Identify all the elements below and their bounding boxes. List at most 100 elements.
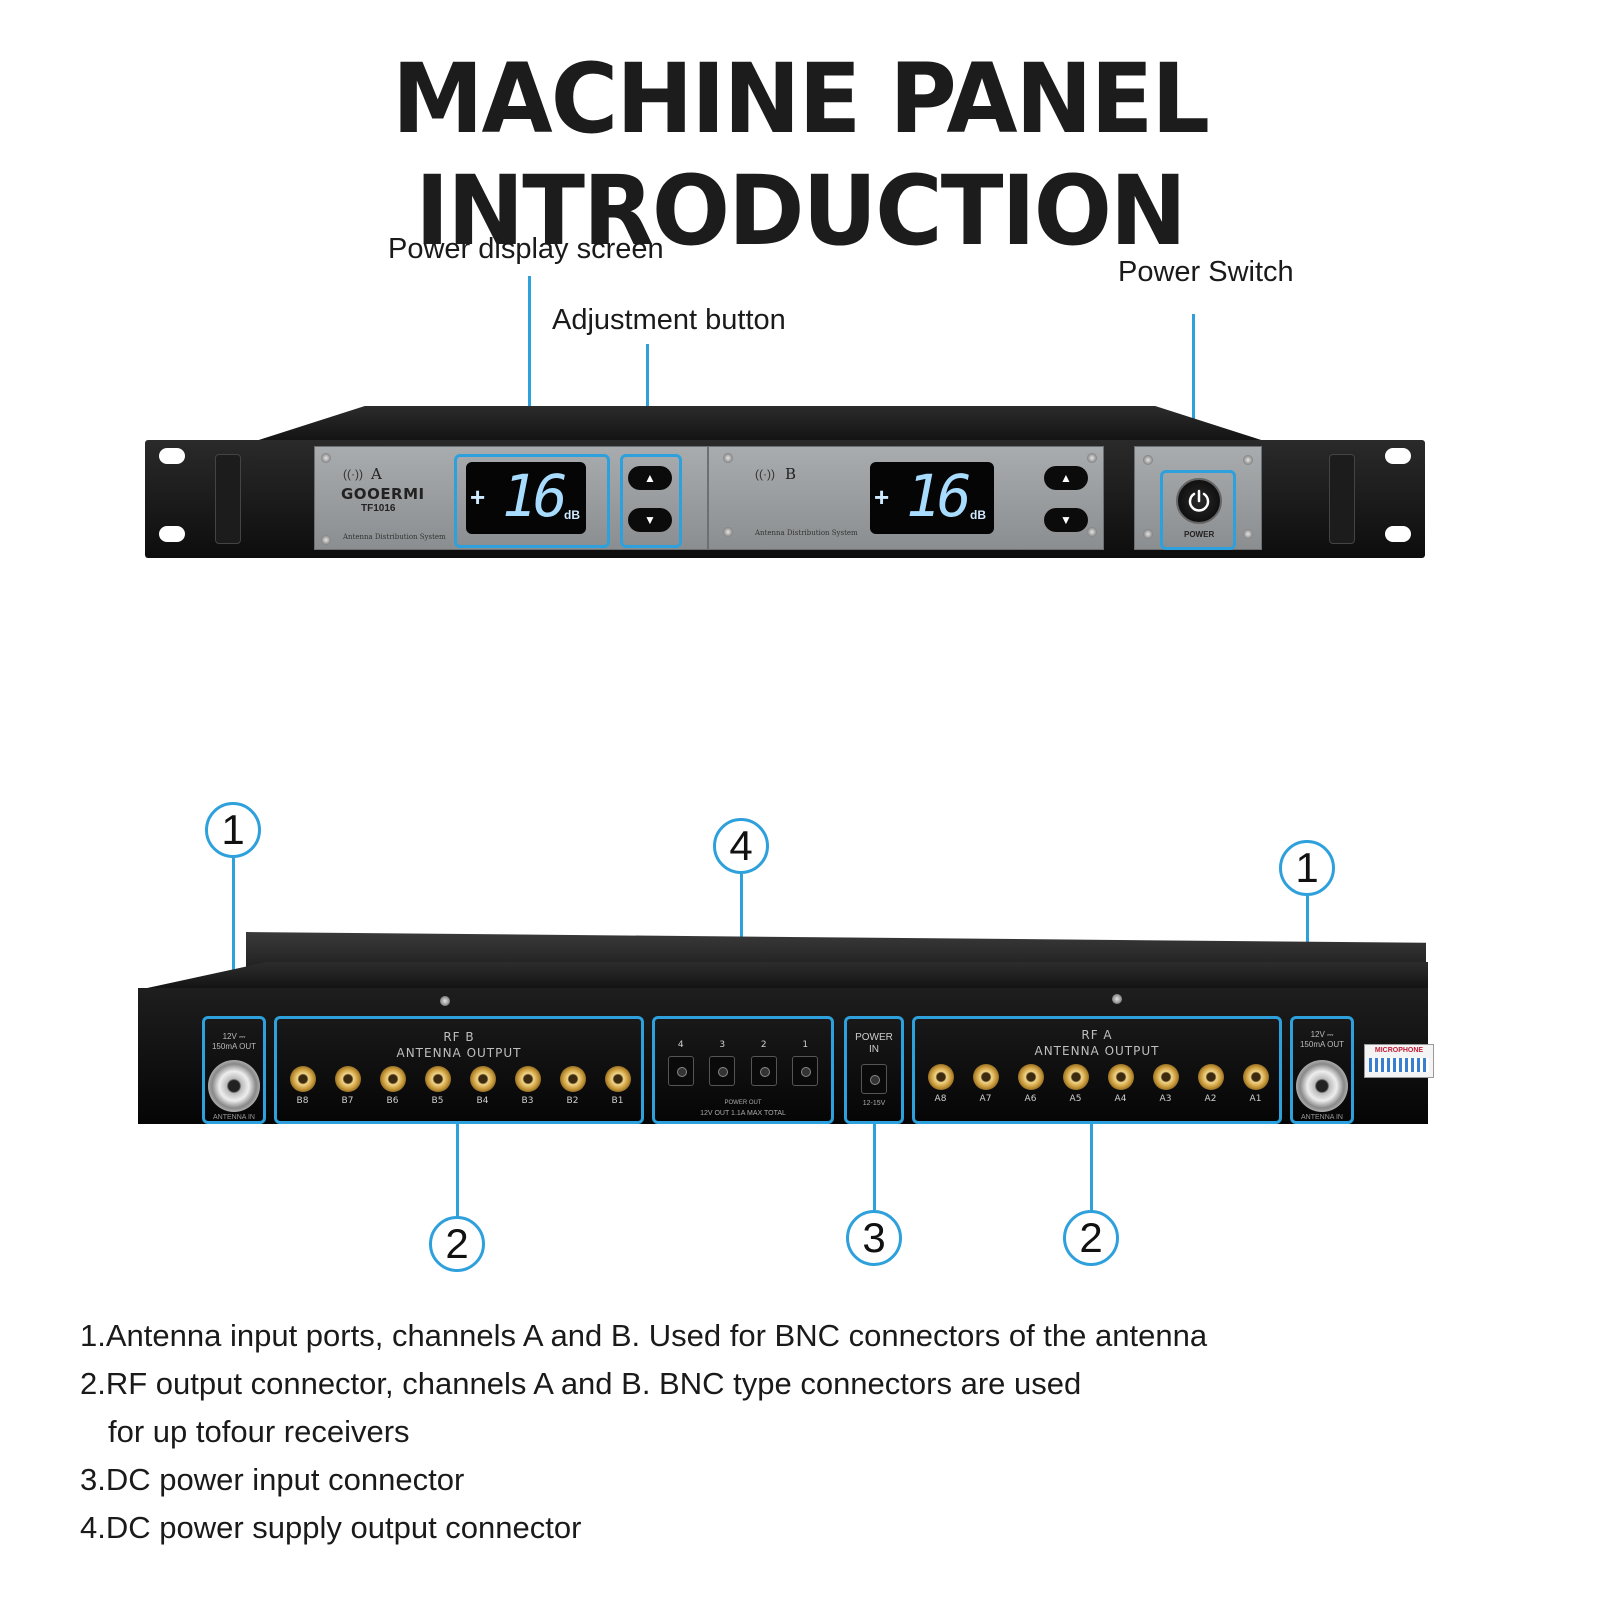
spec-line1: 12V ⎓ (222, 1032, 246, 1041)
highlight-power-in (844, 1016, 904, 1124)
lcd-value: 16 (502, 462, 568, 530)
rf-a-port-a4[interactable]: A4 (1107, 1064, 1134, 1104)
rf-b-port-b2[interactable]: B2 (559, 1066, 586, 1106)
screw (1243, 455, 1253, 465)
callout-line-2-left (456, 1124, 459, 1220)
callout-line-2-right (1090, 1124, 1093, 1214)
rack-hole (159, 448, 185, 464)
lcd-unit: dB (970, 508, 986, 522)
up-arrow-button-a[interactable]: ▲ (628, 466, 672, 490)
rf-a-port-a8[interactable]: A8 (927, 1064, 954, 1104)
sma-connector-icon (1242, 1064, 1269, 1090)
sma-connector-icon (972, 1064, 999, 1090)
dc-jack-icon (792, 1056, 819, 1086)
sma-connector-icon (289, 1066, 316, 1092)
screw (1143, 455, 1153, 465)
description-line-4: 4.DC power supply output connector (80, 1510, 582, 1545)
port-label: A6 (1024, 1094, 1037, 1104)
rf-b-port-b6[interactable]: B6 (379, 1066, 406, 1106)
lcd-sign: + (470, 482, 486, 512)
port-label: B6 (386, 1096, 399, 1106)
down-arrow-button-a[interactable]: ▼ (628, 508, 672, 532)
lcd-sign: + (874, 482, 890, 512)
screw (723, 453, 733, 463)
rf-a-port-a1[interactable]: A1 (1242, 1064, 1269, 1104)
rf-a-port-a5[interactable]: A5 (1062, 1064, 1089, 1104)
power-icon (1188, 489, 1210, 512)
screw (321, 453, 331, 463)
highlight-power-switch (1160, 470, 1236, 550)
rf-b-port-b1[interactable]: B1 (604, 1066, 631, 1106)
port-label: A1 (1249, 1094, 1262, 1104)
dc-output-port-2[interactable]: 2 (750, 1040, 777, 1086)
lcd-display-channel-a: + 16 dB (466, 462, 586, 534)
rf-a-port-a3[interactable]: A3 (1152, 1064, 1179, 1104)
sma-connector-icon (379, 1066, 406, 1092)
dc-output-port-4[interactable]: 4 (667, 1040, 694, 1086)
callout-line-power (1192, 314, 1195, 470)
callout-line-display (528, 276, 531, 454)
sma-connector-icon (927, 1064, 954, 1090)
highlight-antenna-in-left (202, 1016, 266, 1124)
sma-connector-icon (1152, 1064, 1179, 1090)
highlight-rf-a-output (912, 1016, 1282, 1124)
screw (1112, 994, 1122, 1004)
rf-a-port-a6[interactable]: A6 (1017, 1064, 1044, 1104)
port-label: 4 (677, 1040, 684, 1050)
highlight-rf-b-output (274, 1016, 644, 1124)
rear-chassis-lip (138, 962, 1428, 990)
rf-b-port-b3[interactable]: B3 (514, 1066, 541, 1106)
callout-3: 3 (846, 1210, 902, 1266)
sma-connector-icon (1197, 1064, 1224, 1090)
sma-connector-icon (469, 1066, 496, 1092)
front-chassis-top (240, 406, 1280, 446)
rf-a-subtitle: ANTENNA OUTPUT (1034, 1044, 1160, 1058)
rf-b-port-b7[interactable]: B7 (334, 1066, 361, 1106)
rear-chassis (138, 988, 1428, 1124)
rf-b-port-b4[interactable]: B4 (469, 1066, 496, 1106)
port-label: 2 (760, 1040, 767, 1050)
port-label: B4 (476, 1096, 489, 1106)
rf-a-port-a7[interactable]: A7 (972, 1064, 999, 1104)
power-button[interactable] (1176, 478, 1222, 524)
port-label: A5 (1069, 1094, 1082, 1104)
model-number: TF1016 (361, 503, 396, 514)
sticker-stripes (1369, 1058, 1429, 1072)
screw (1087, 453, 1097, 463)
channel-b-letter: B (785, 465, 797, 483)
spec-line1: 12V ⎓ (1310, 1030, 1334, 1039)
dc-output-port-1[interactable]: 1 (792, 1040, 819, 1086)
up-arrow-button-b[interactable]: ▲ (1044, 466, 1088, 490)
screw (1087, 527, 1097, 537)
description-line-2-cont: for up tofour receivers (108, 1414, 410, 1449)
description-line-3: 3.DC power input connector (80, 1462, 465, 1497)
system-subtitle: Antenna Distribution System (343, 533, 446, 541)
rf-b-port-b8[interactable]: B8 (289, 1066, 316, 1106)
antenna-icon: ((·)) (343, 467, 363, 481)
rack-hole (159, 526, 185, 542)
dc-output-port-row: 4 3 2 1 (660, 1040, 826, 1100)
sticker-text: MICROPHONE (1374, 1047, 1424, 1054)
dc-jack-icon (750, 1056, 777, 1086)
bnc-connector-left (208, 1060, 260, 1112)
spec-line2: 150mA OUT (211, 1042, 256, 1051)
sma-connector-icon (1107, 1064, 1134, 1090)
dc-output-port-3[interactable]: 3 (709, 1040, 736, 1086)
label-adjustment-button: Adjustment button (552, 304, 786, 336)
rf-a-title: RF A (1081, 1028, 1113, 1042)
label-display-screen: Power display screen (388, 233, 664, 265)
antenna-in-label-right: ANTENNA IN (1300, 1114, 1343, 1121)
port-label: B8 (296, 1096, 309, 1106)
port-label: A8 (934, 1094, 947, 1104)
antenna-in-spec-left: 12V ⎓ 150mA OUT (206, 1032, 262, 1052)
rf-b-port-b5[interactable]: B5 (424, 1066, 451, 1106)
dc-output-label: POWER OUT (724, 1100, 762, 1106)
down-arrow-button-b[interactable]: ▼ (1044, 508, 1088, 532)
spec-line2: 150mA OUT (1299, 1040, 1344, 1049)
rack-hole (1385, 526, 1411, 542)
rf-a-port-a2[interactable]: A2 (1197, 1064, 1224, 1104)
rf-b-subtitle: ANTENNA OUTPUT (396, 1046, 522, 1060)
screw (723, 527, 733, 537)
callout-line-1-left (232, 858, 235, 1010)
